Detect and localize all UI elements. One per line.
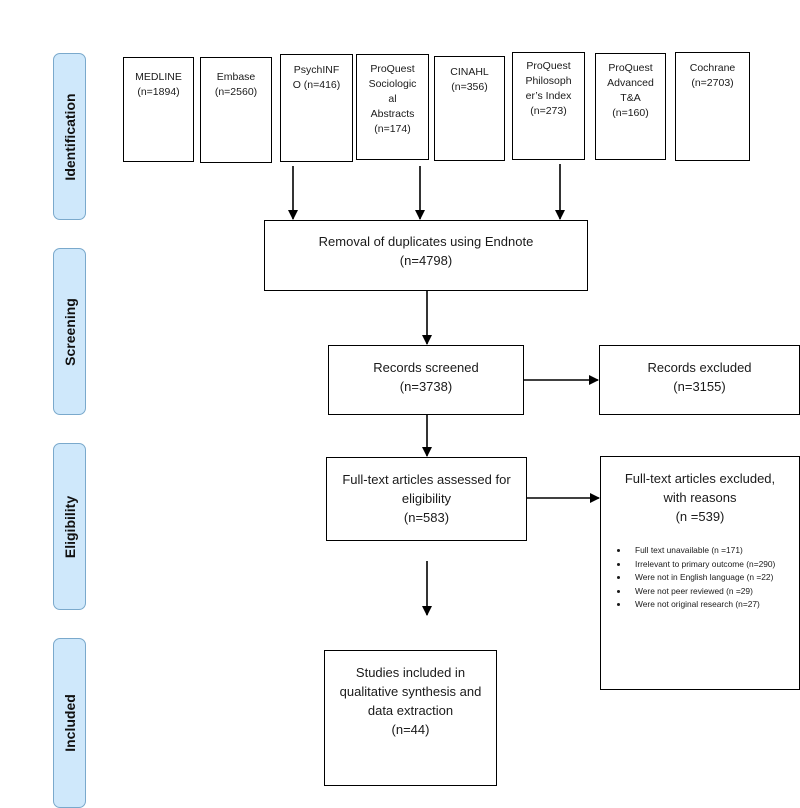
- screened-label: Records screened: [373, 360, 479, 375]
- fulltext-excluded-label-2: with reasons: [663, 490, 737, 505]
- source-line: (n=174): [374, 123, 411, 135]
- source-line: (n=1894): [137, 86, 180, 98]
- source-line: (n=2560): [214, 86, 258, 98]
- source-line: (n=2703): [691, 77, 734, 89]
- source-proquest-philosophers-index: ProQuest Philosoph er’s Index (n=273): [512, 52, 585, 160]
- source-line: (n=356): [451, 81, 488, 93]
- source-proquest-advanced-ta: ProQuest Advanced T&A (n=160): [595, 53, 666, 160]
- source-line: (n=160): [612, 107, 649, 119]
- source-line: (n=273): [530, 105, 567, 117]
- source-line: ProQuest: [370, 63, 415, 75]
- exclusion-reasons-list: Full text unavailable (n =171) Irrelevan…: [601, 545, 799, 613]
- source-proquest-sociological-abstracts: ProQuest Sociologic al Abstracts (n=174): [356, 54, 429, 160]
- exclusion-reason: Were not original research (n=27): [629, 599, 799, 611]
- excluded-count: (n=3155): [673, 379, 726, 394]
- excluded-label: Records excluded: [647, 360, 752, 375]
- source-line: al: [388, 93, 397, 105]
- source-line: er’s Index: [525, 90, 572, 102]
- exclusion-reason: Full text unavailable (n =171): [629, 545, 799, 557]
- source-line: CINAHL: [450, 66, 489, 78]
- duplicates-count: (n=4798): [399, 253, 453, 268]
- fulltext-excluded-box: Full-text articles excluded, with reason…: [600, 456, 800, 690]
- screened-count: (n=3738): [399, 379, 453, 394]
- source-line: Advanced: [607, 77, 654, 89]
- source-cinahl: CINAHL (n=356): [434, 56, 505, 161]
- source-line: Embase: [216, 71, 256, 83]
- fulltext-assessed-box: Full-text articles assessed for eligibil…: [326, 457, 527, 541]
- phase-included: Included: [53, 638, 86, 808]
- source-cochrane: Cochrane (n=2703): [675, 52, 750, 161]
- fulltext-label-1: Full-text articles assessed for: [342, 472, 511, 487]
- source-embase: Embase (n=2560): [200, 57, 272, 163]
- source-line: Abstracts: [370, 108, 415, 120]
- source-medline: MEDLINE (n=1894): [123, 57, 194, 162]
- included-label-2: qualitative synthesis and: [339, 684, 482, 699]
- source-line: ProQuest: [608, 62, 653, 74]
- phase-screening: Screening: [53, 248, 86, 415]
- fulltext-label-2: eligibility: [401, 491, 452, 506]
- fulltext-excluded-label-1: Full-text articles excluded,: [624, 471, 776, 486]
- records-excluded-box: Records excluded (n=3155): [599, 345, 800, 415]
- phase-identification: Identification: [53, 53, 86, 220]
- source-line: PsychINF: [293, 64, 340, 76]
- source-psychinfo: PsychINF O (n=416): [280, 54, 353, 162]
- source-line: Cochrane: [689, 62, 736, 74]
- source-line: MEDLINE: [135, 71, 182, 83]
- phase-eligibility: Eligibility: [53, 443, 86, 610]
- source-line: O (n=416): [292, 79, 341, 91]
- fulltext-count: (n=583): [403, 510, 450, 525]
- included-count: (n=44): [391, 722, 430, 737]
- included-label-3: data extraction: [367, 703, 454, 718]
- included-label-1: Studies included in: [355, 665, 466, 680]
- source-line: Sociologic: [368, 78, 417, 90]
- source-line: ProQuest: [526, 60, 571, 72]
- exclusion-reason: Irrelevant to primary outcome (n=290): [629, 559, 799, 571]
- source-line: Philosoph: [525, 75, 572, 87]
- duplicates-removal-box: Removal of duplicates using Endnote (n=4…: [264, 220, 588, 291]
- records-screened-box: Records screened (n=3738): [328, 345, 524, 415]
- studies-included-box: Studies included in qualitative synthesi…: [324, 650, 497, 786]
- duplicates-label: Removal of duplicates using Endnote: [318, 234, 534, 249]
- fulltext-excluded-count: (n =539): [675, 509, 725, 524]
- exclusion-reason: Were not peer reviewed (n =29): [629, 586, 799, 598]
- exclusion-reason: Were not in English language (n =22): [629, 572, 799, 584]
- source-line: T&A: [620, 92, 641, 104]
